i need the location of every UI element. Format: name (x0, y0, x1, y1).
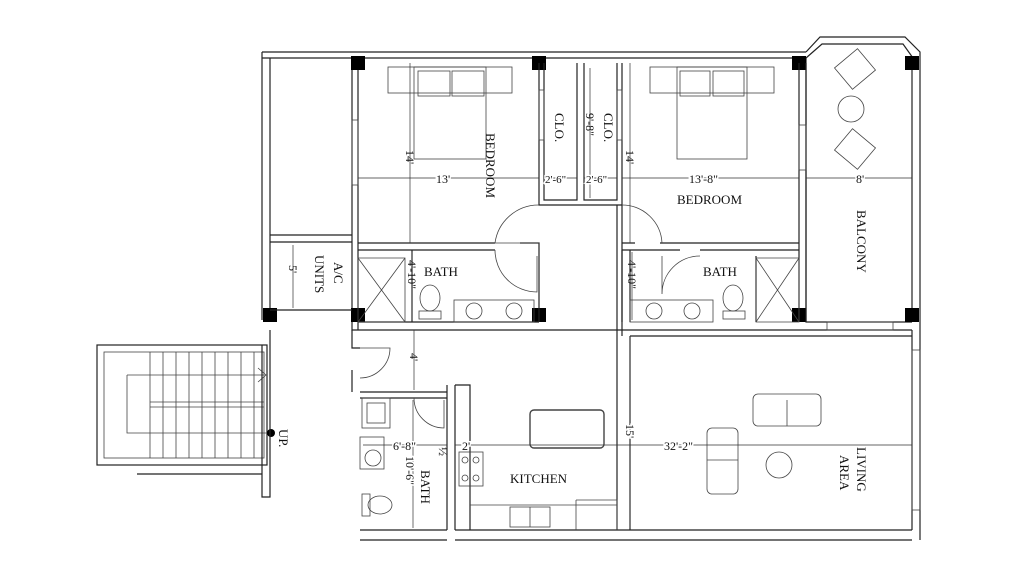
bed-1 (387, 66, 513, 160)
svg-text:6'-8": 6'-8" (393, 439, 416, 453)
svg-text:13'-8": 13'-8" (689, 172, 718, 186)
label-bedroom-2: BEDROOM (677, 192, 742, 207)
label-closet-1: CLO. (552, 113, 567, 142)
svg-text:5': 5' (286, 265, 300, 273)
label-ac-2: UNITS (312, 255, 327, 293)
kitchen-fixtures (458, 409, 618, 530)
label-half-fraction: ½ (436, 447, 450, 456)
label-stairs-up: UP. (276, 429, 291, 447)
svg-text:2'-6": 2'-6" (586, 174, 607, 186)
stair-marker (267, 429, 275, 437)
bed-2 (649, 66, 775, 160)
label-bedroom-1: BEDROOM (483, 133, 498, 198)
balcony-furniture (833, 48, 877, 170)
dim-closet-2-depth: 9'-8" (583, 113, 597, 136)
svg-text:4'-10": 4'-10" (405, 260, 419, 289)
svg-text:14': 14' (403, 150, 417, 164)
svg-text:2': 2' (462, 439, 470, 453)
svg-text:10'-6": 10'-6" (403, 456, 417, 485)
svg-text:13': 13' (436, 172, 450, 186)
label-living-2: AREA (837, 455, 852, 491)
living-furniture (706, 393, 822, 495)
label-living-1: LIVING (854, 447, 869, 492)
dimension-labels: 13' 14' 2'-6" 2'-6" 13'-8" 14' 8' 5' 4'-… (286, 150, 866, 487)
doors (359, 204, 701, 429)
label-bath-1: BATH (424, 264, 458, 279)
staircase[interactable] (96, 330, 275, 498)
label-kitchen: KITCHEN (510, 471, 568, 486)
svg-text:8': 8' (856, 172, 864, 186)
bath-fixtures (357, 257, 800, 517)
svg-text:14': 14' (623, 150, 637, 164)
room-labels: BEDROOM CLO. CLO. 9'-8" BEDROOM BALCONY … (276, 113, 869, 504)
columns (263, 56, 919, 322)
svg-text:4'-10": 4'-10" (625, 260, 639, 289)
svg-text:4': 4' (407, 353, 421, 361)
label-bath-2: BATH (703, 264, 737, 279)
svg-text:15': 15' (623, 424, 637, 438)
svg-text:32'-2": 32'-2" (664, 439, 693, 453)
dimension-lines (292, 63, 912, 528)
label-balcony: BALCONY (854, 210, 869, 273)
label-closet-2: CLO. (601, 113, 616, 142)
label-ac-1: A/C (331, 262, 346, 284)
label-half-bath: BATH (418, 470, 433, 504)
svg-text:2'-6": 2'-6" (545, 174, 566, 186)
windows (351, 89, 921, 511)
